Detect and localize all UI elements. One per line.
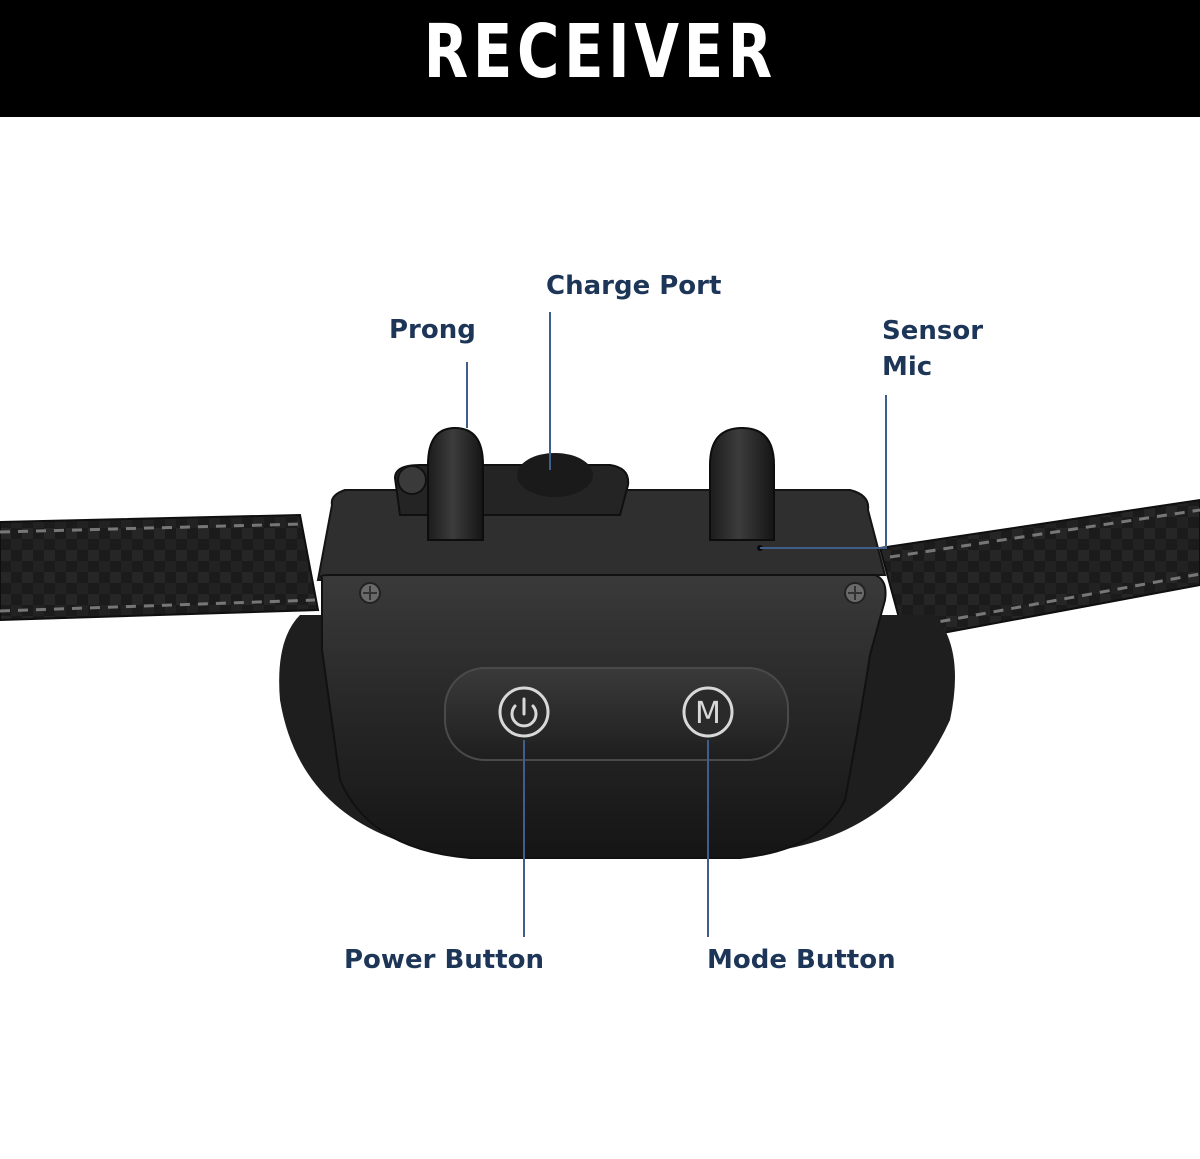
- right-strap: [878, 498, 1200, 642]
- button-panel: [444, 667, 789, 761]
- screw: [844, 582, 866, 604]
- header-banner: RECEIVER: [0, 0, 1200, 117]
- sensor-mic-label-line1: Sensor: [882, 316, 984, 346]
- charge-port-label: Charge Port: [546, 271, 722, 301]
- sensor-mic-label-line2: Mic: [882, 352, 933, 382]
- mode-button-label: Mode Button: [707, 945, 896, 975]
- leader-lines: [466, 312, 887, 937]
- mode-icon: M: [695, 696, 721, 731]
- power-button[interactable]: [498, 686, 550, 738]
- mode-button[interactable]: M: [682, 686, 734, 738]
- prong-right: [709, 426, 775, 541]
- power-icon: [510, 697, 538, 728]
- sensor-mic-label: Sensor Mic: [882, 313, 983, 385]
- screw: [359, 582, 381, 604]
- power-button-label: Power Button: [344, 945, 545, 975]
- prong-left: [427, 426, 484, 541]
- sensor-mic-leader-line: [760, 395, 887, 549]
- page-title: RECEIVER: [423, 8, 777, 95]
- left-strap: [0, 513, 320, 622]
- prong-label: Prong: [389, 315, 476, 345]
